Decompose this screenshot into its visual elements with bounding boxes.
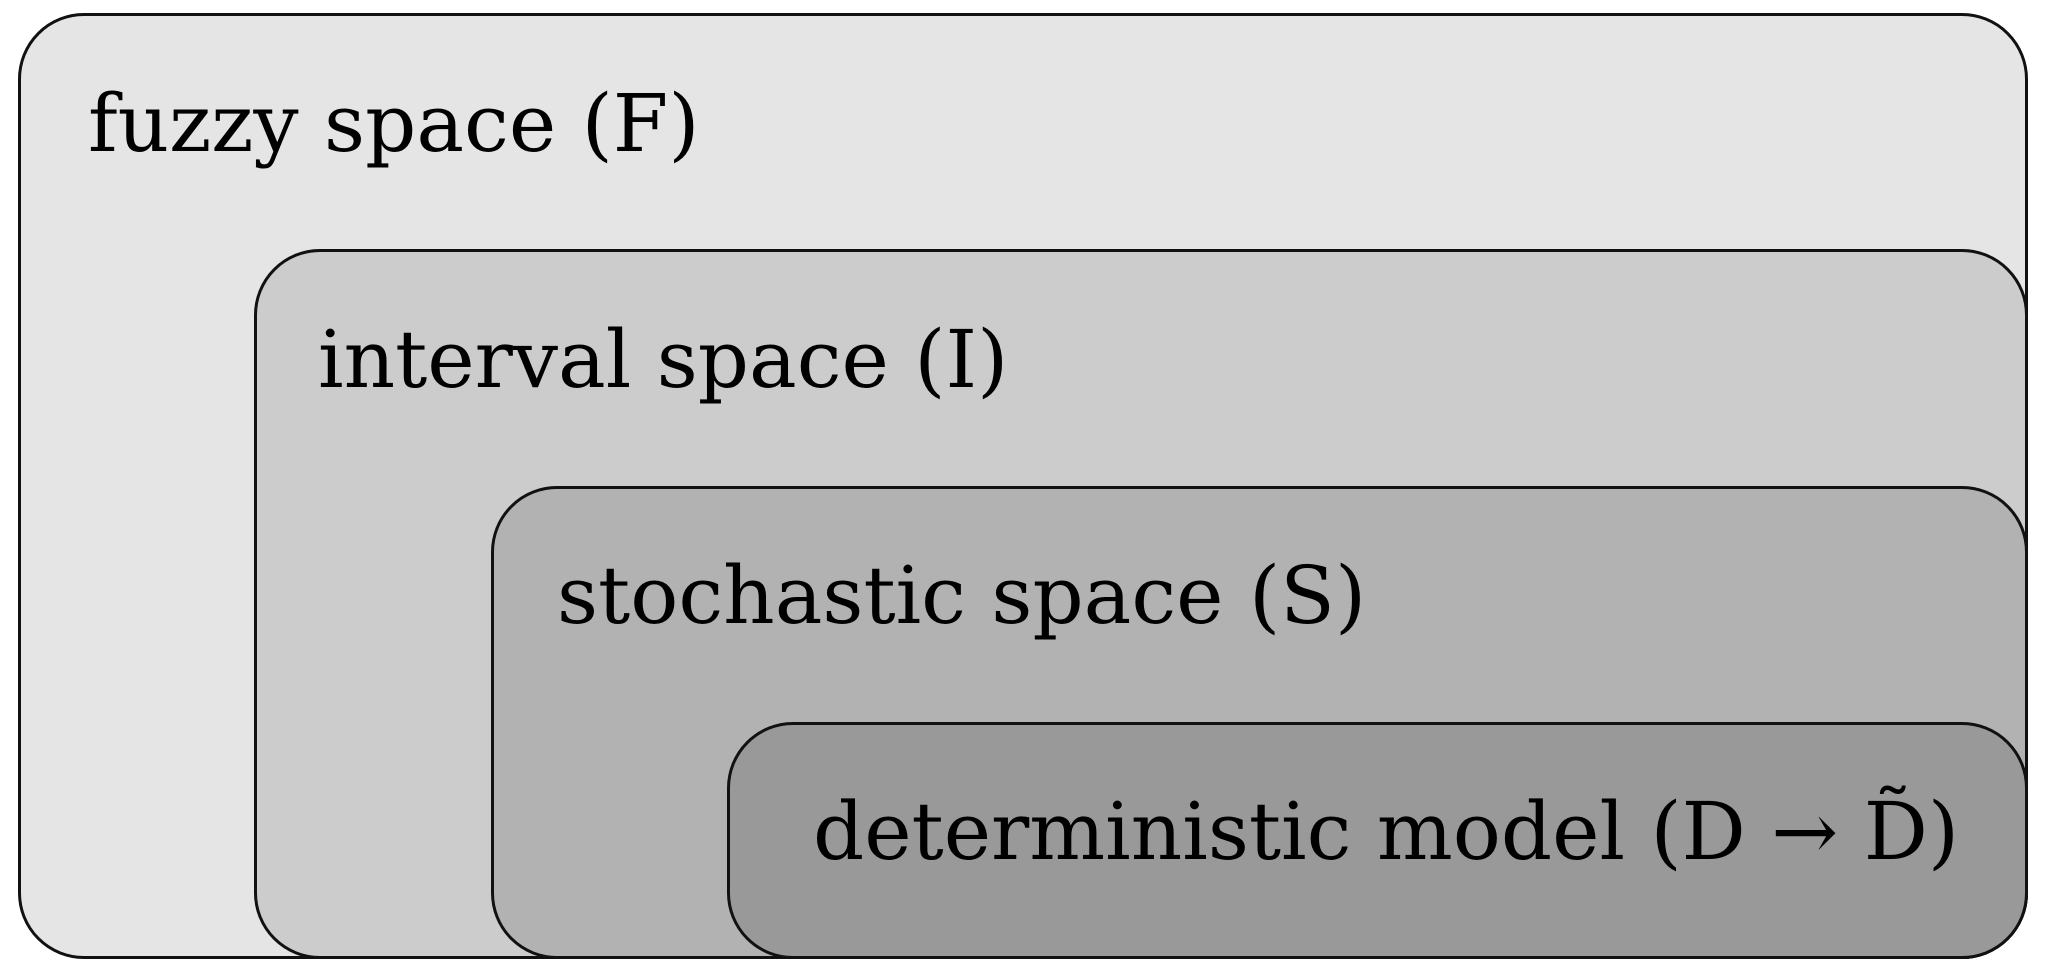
stochastic-space-label: stochastic space (S) xyxy=(557,549,1367,642)
interval-space-label: interval space (I) xyxy=(318,313,1009,406)
deterministic-model-label: deterministic model (D → D̃) xyxy=(813,785,1960,878)
deterministic-model-box xyxy=(727,722,2028,959)
fuzzy-space-label: fuzzy space (F) xyxy=(88,77,700,170)
